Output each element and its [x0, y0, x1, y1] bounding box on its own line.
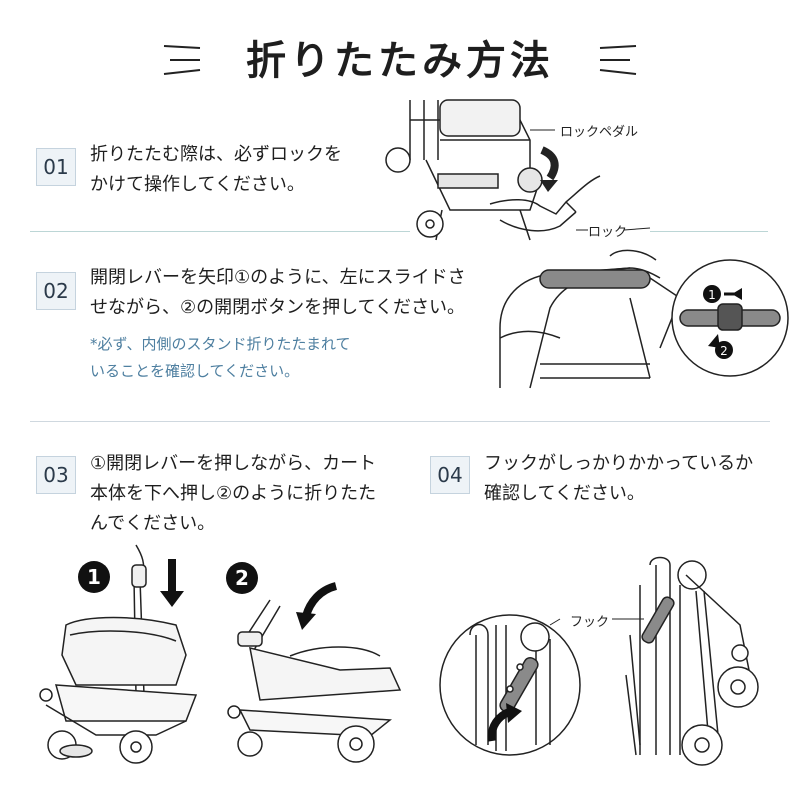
- step-01-text: 折りたたむ際は、必ずロックを かけて操作してください。: [90, 140, 342, 200]
- step-02-note-line-2: いることを確認してください。: [90, 362, 300, 380]
- step-04-line-1: フックがしっかりかかっているか: [484, 453, 754, 474]
- fold-step-1-illustration: 1: [36, 545, 216, 770]
- step-01-badge: 01: [36, 148, 76, 186]
- step-02-line-1: 開閉レバーを矢印①のように、左にスライドさ: [90, 267, 466, 288]
- hook-callout: フック: [570, 615, 610, 630]
- fold-step-2-illustration: 2: [226, 562, 410, 770]
- divider-01-right: [650, 231, 768, 232]
- title-right-deco-icon: [594, 40, 640, 80]
- lock-pedal-illustration: [380, 100, 780, 250]
- lock-pedal-callout: ロックペダル: [560, 125, 639, 140]
- step-03-line-2: 本体を下へ押し②のように折りたた: [90, 483, 377, 504]
- step-04-badge: 04: [430, 456, 470, 494]
- step-03-line-1: ①開閉レバーを押しながら、カート: [90, 453, 377, 474]
- step-03-text: ①開閉レバーを押しながら、カート 本体を下へ押し②のように折りたた んでください…: [90, 449, 376, 539]
- step-03-line-3: んでください。: [90, 513, 216, 534]
- step-01-line-1: 折りたたむ際は、必ずロックを: [90, 144, 342, 165]
- svg-text:1: 1: [708, 288, 716, 302]
- step-02-line-2: せながら、②の開閉ボタンを押してください。: [90, 297, 466, 318]
- step-02-text: 開閉レバーを矢印①のように、左にスライドさ せながら、②の開閉ボタンを押してくだ…: [90, 263, 466, 323]
- title-left-deco-icon: [160, 40, 206, 80]
- step-02-note: *必ず、内側のスタンド折りたたまれて いることを確認してください。: [90, 331, 351, 385]
- marker-one: 1: [87, 565, 101, 589]
- marker-two: 2: [235, 566, 249, 590]
- step-04-line-2: 確認してください。: [484, 483, 645, 504]
- step-03-badge: 03: [36, 456, 76, 494]
- divider-01: [30, 231, 410, 232]
- divider-02: [30, 421, 770, 422]
- lock-callout: ロック: [588, 225, 628, 240]
- page-title: 折りたたみ方法: [246, 38, 554, 84]
- svg-text:2: 2: [720, 344, 728, 358]
- step-01-line-2: かけて操作してください。: [90, 174, 305, 195]
- step-02-badge: 02: [36, 272, 76, 310]
- step-02-note-line-1: *必ず、内側のスタンド折りたたまれて: [90, 335, 351, 353]
- hook-illustration: [440, 555, 780, 780]
- lever-illustration: 1 2: [480, 238, 780, 398]
- step-04-text: フックがしっかりかかっているか 確認してください。: [484, 449, 753, 509]
